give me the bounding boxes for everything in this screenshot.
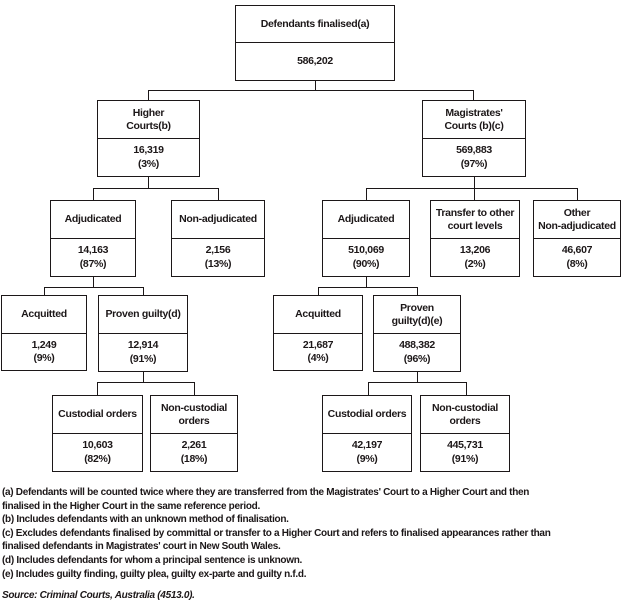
node-magistrates-proven-guilty: Proven guilty(d)(e) 488,382 (96%) (373, 295, 461, 372)
connector-line (417, 372, 418, 382)
node-percent: (90%) (352, 257, 380, 270)
connector-line (143, 287, 144, 295)
node-higher-custodial-orders: Custodial orders 10,603 (82%) (52, 395, 143, 472)
connector-line (417, 287, 418, 295)
node-title: Higher Courts(b) (98, 101, 199, 139)
node-count: 1,249 (31, 338, 57, 351)
node-percent: (18%) (180, 452, 208, 465)
node-count: 2,261 (181, 439, 207, 451)
node-percent: (96%) (403, 352, 431, 365)
node-magistrates-non-custodial-orders: Non-custodial orders 445,731 (91%) (420, 395, 510, 472)
connector-line (577, 188, 578, 200)
footnote-a: (a) Defendants will be counted twice whe… (2, 487, 530, 512)
node-magistrates-courts: Magistrates' Courts (b)(c) 569,883 (97%) (422, 100, 526, 177)
connector-line (218, 188, 219, 200)
footnote-b: (b) Includes defendants with an unknown … (2, 514, 289, 526)
node-percent: (4%) (307, 352, 329, 364)
node-title: Custodial orders (53, 396, 142, 434)
connector-line (368, 382, 369, 395)
node-percent: (91%) (451, 452, 479, 465)
node-magistrates-adjudicated: Adjudicated 510,069 (90%) (322, 200, 410, 277)
node-higher-proven-guilty: Proven guilty(d) 12,914 (91%) (98, 295, 188, 372)
node-count: 2,156 (205, 244, 231, 256)
node-count: 42,197 (351, 439, 383, 451)
node-title: Non-custodial orders (421, 396, 509, 434)
connector-line (93, 277, 94, 287)
connector-line (44, 287, 45, 295)
node-higher-non-custodial-orders: Non-custodial orders 2,261 (18%) (150, 395, 238, 472)
node-count: 21,687 (302, 338, 334, 351)
node-count: 445,731 (447, 439, 483, 451)
footnotes-block: (a) Defendants will be counted twice whe… (2, 486, 622, 603)
node-count: 10,603 (82, 439, 113, 451)
node-percent: (82%) (84, 452, 111, 465)
connector-line (473, 90, 474, 100)
connector-line (366, 188, 367, 200)
connector-line (315, 81, 316, 91)
node-count: 46,607 (561, 244, 593, 256)
connector-line (466, 382, 467, 395)
connector-line (318, 287, 418, 288)
node-percent: (3%) (138, 157, 159, 170)
node-magistrates-custodial-orders: Custodial orders 42,197 (9%) (322, 395, 412, 472)
connector-line (318, 287, 319, 295)
node-count: 510,069 (348, 244, 384, 256)
source-citation: Source: Criminal Courts, Australia (4513… (2, 590, 195, 602)
node-title: Proven guilty(d) (99, 296, 187, 334)
node-count: 13,206 (459, 244, 491, 256)
footnote-d: (d) Includes defendants for whom a princ… (2, 554, 302, 566)
connector-line (366, 188, 578, 189)
node-title: Non-adjudicated (172, 201, 264, 239)
node-count: 586,202 (297, 54, 333, 67)
node-count: 488,382 (399, 339, 435, 351)
node-count: 14,163 (77, 244, 109, 256)
connector-line (368, 382, 467, 383)
node-other-non-adjudicated: Other Non-adjudicated 46,607 (8%) (533, 200, 621, 277)
footnote-c: (c) Excludes defendants finalised by com… (2, 527, 551, 553)
node-percent: (9%) (33, 352, 55, 364)
node-title: Custodial orders (323, 396, 411, 434)
node-title: Acquitted (274, 296, 362, 334)
node-percent: (13%) (204, 257, 232, 270)
connector-line (148, 90, 149, 100)
connector-line (93, 188, 219, 189)
connector-line (148, 177, 149, 188)
node-percent: (87%) (79, 257, 107, 270)
connector-line (44, 287, 144, 288)
node-higher-non-adjudicated: Non-adjudicated 2,156 (13%) (171, 200, 265, 277)
connector-line (143, 372, 144, 382)
connector-line (97, 382, 98, 395)
node-title: Non-custodial orders (151, 396, 237, 434)
node-title: Proven guilty(d)(e) (374, 296, 460, 334)
node-title: Transfer to other court levels (431, 201, 519, 239)
connector-line (194, 382, 195, 395)
node-percent: (97%) (460, 157, 488, 170)
node-count: 12,914 (127, 339, 159, 351)
node-transfer-other-court-levels: Transfer to other court levels 13,206 (2… (430, 200, 520, 277)
connector-line (366, 277, 367, 287)
node-percent: (9%) (356, 452, 378, 465)
connector-line (93, 188, 94, 200)
node-higher-adjudicated: Adjudicated 14,163 (87%) (50, 200, 136, 277)
node-count: 16,319 (133, 144, 164, 156)
connector-line (474, 188, 475, 200)
connector-line (474, 177, 475, 188)
node-title: Defendants finalised(a) (236, 6, 394, 43)
node-title: Magistrates' Courts (b)(c) (423, 101, 525, 139)
node-higher-acquitted: Acquitted 1,249 (9%) (1, 295, 87, 371)
connector-line (97, 382, 195, 383)
node-magistrates-acquitted: Acquitted 21,687 (4%) (273, 295, 363, 371)
node-title: Other Non-adjudicated (534, 201, 620, 239)
node-count: 569,883 (456, 144, 492, 156)
node-title: Adjudicated (323, 201, 409, 239)
connector-line (148, 90, 474, 91)
node-title: Adjudicated (51, 201, 135, 239)
footnote-e: (e) Includes guilty finding, guilty plea… (2, 568, 307, 580)
node-higher-courts: Higher Courts(b) 16,319 (3%) (97, 100, 200, 177)
node-percent: (2%) (464, 257, 486, 270)
node-percent: (91%) (129, 352, 157, 365)
node-defendants-finalised: Defendants finalised(a) 586,202 (235, 5, 395, 81)
node-title: Acquitted (2, 296, 86, 334)
node-percent: (8%) (566, 257, 588, 270)
